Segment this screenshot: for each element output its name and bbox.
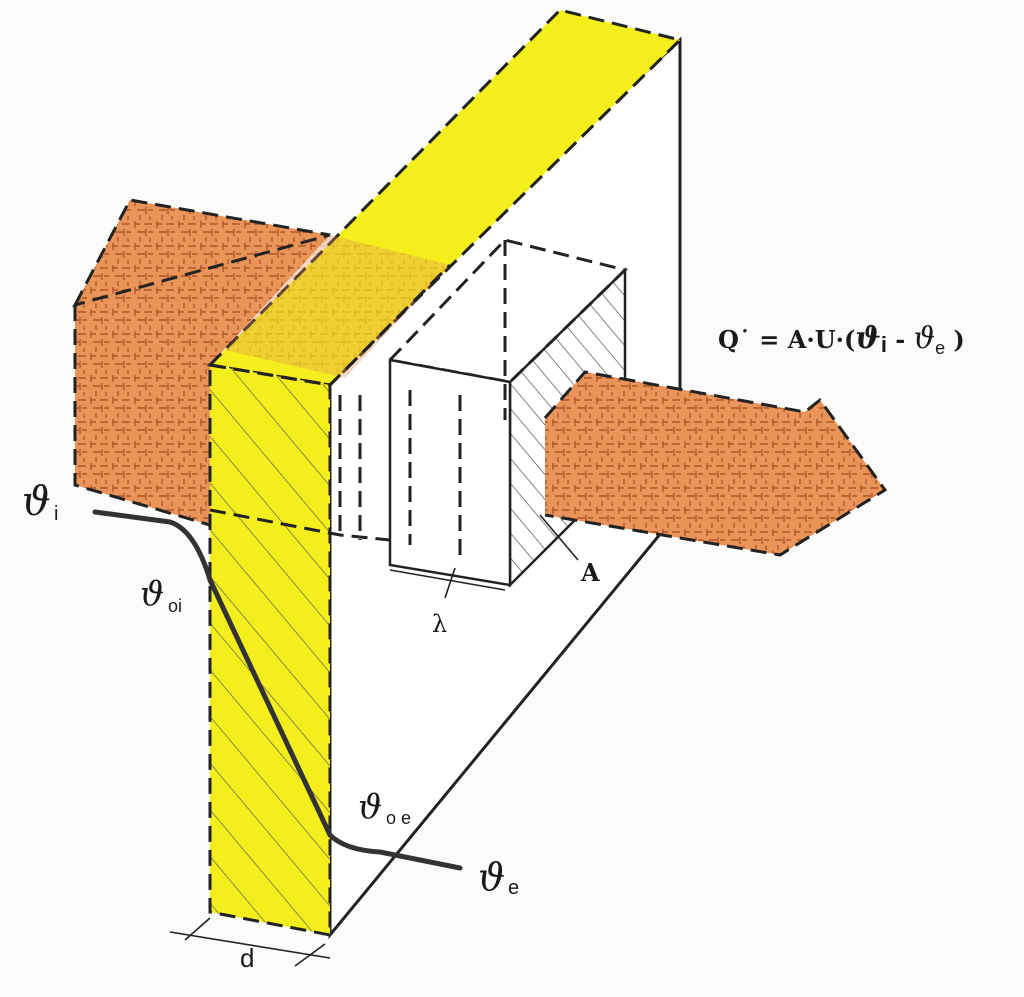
area-label: A xyxy=(580,558,600,587)
conductivity-label: λ xyxy=(432,610,447,638)
formula-theta-e: ϑ xyxy=(914,321,935,356)
theta-i-subscript: i xyxy=(54,503,58,525)
formula-left: Q˙ = A·U·( xyxy=(718,325,855,354)
svg-text:Q˙ = A·U·(ϑi - ϑe ): Q˙ = A·U·(ϑi - ϑe ) xyxy=(718,321,965,358)
formula-theta-i-sub: i xyxy=(881,332,887,357)
formula-theta-i: ϑ xyxy=(855,321,880,356)
formula-minus: - xyxy=(887,325,914,354)
heat-flow-formula: Q˙ = A·U·(ϑi - ϑe ) xyxy=(718,321,965,358)
theta-oi-label: ϑ xyxy=(140,574,164,614)
formula-theta-e-sub: e xyxy=(935,338,945,358)
theta-i-label: ϑ xyxy=(22,479,51,525)
thickness-label: d xyxy=(240,943,254,973)
theta-oi-subscript: oi xyxy=(168,596,182,616)
theta-oe-subscript: o e xyxy=(386,808,411,828)
theta-oe-label: ϑ xyxy=(358,787,382,827)
thickness-dimension xyxy=(169,917,331,967)
theta-e-label: ϑ xyxy=(478,855,505,899)
temperature-profile xyxy=(92,509,463,871)
formula-right: ) xyxy=(945,325,965,354)
heat-flow-arrow xyxy=(543,370,888,557)
theta-e-subscript: e xyxy=(508,877,519,899)
heat-flow-inlet xyxy=(72,198,331,527)
